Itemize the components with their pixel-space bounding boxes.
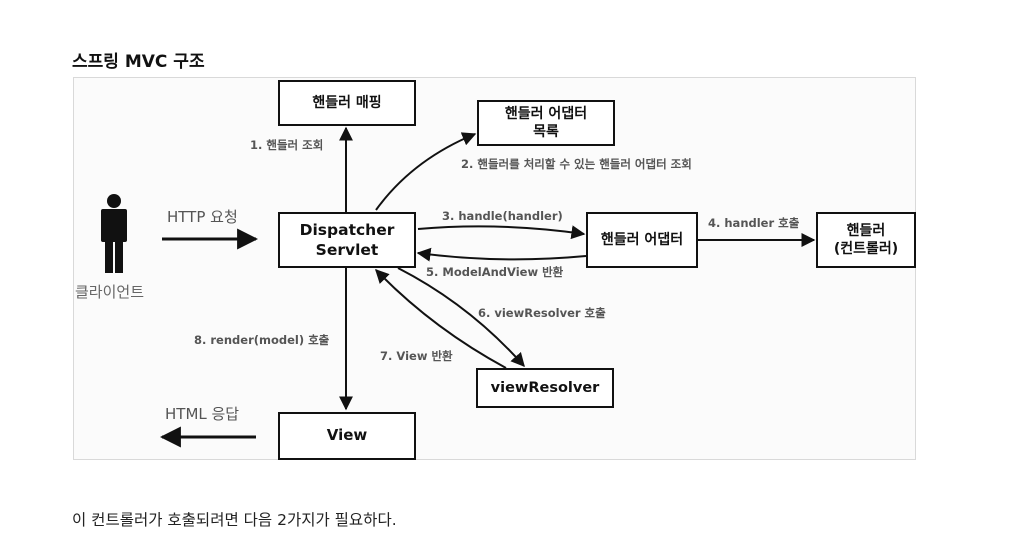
view-box: View — [278, 412, 416, 460]
handler-controller-box: 핸들러 (컨트롤러) — [816, 212, 916, 268]
html-response-label: HTML 응답 — [165, 405, 240, 423]
step6-arrow — [397, 267, 525, 368]
view-resolver-box: viewResolver — [476, 368, 614, 408]
step7-label: 7. View 반환 — [380, 349, 453, 363]
handler-adapter-box: 핸들러 어댑터 — [586, 212, 698, 268]
step6-label: 6. viewResolver 호출 — [478, 306, 606, 320]
step3-label: 3. handle(handler) — [442, 209, 563, 223]
page-title: 스프링 MVC 구조 — [72, 52, 205, 72]
step4-label: 4. handler 호출 — [708, 216, 800, 230]
step1-label: 1. 핸들러 조회 — [250, 138, 324, 152]
step7-arrow — [375, 268, 507, 369]
client-person-icon — [101, 194, 127, 273]
step8-label: 8. render(model) 호출 — [194, 333, 330, 347]
step3-arrow — [417, 225, 586, 240]
step2-label: 2. 핸들러를 처리할 수 있는 핸들러 어댑터 조회 — [461, 157, 692, 171]
client-label: 클라이언트 — [75, 283, 145, 301]
step2-arrow — [375, 132, 477, 211]
step5-arrow — [416, 247, 587, 262]
http-request-label: HTTP 요청 — [167, 208, 238, 226]
handler-adapter-list-box: 핸들러 어댑터 목록 — [477, 100, 615, 146]
footer-text: 이 컨트롤러가 호출되려면 다음 2가지가 필요하다. — [72, 511, 397, 529]
step5-label: 5. ModelAndView 반환 — [426, 265, 564, 279]
handler-mapping-box: 핸들러 매핑 — [278, 80, 416, 126]
dispatcher-servlet-box: Dispatcher Servlet — [278, 212, 416, 268]
